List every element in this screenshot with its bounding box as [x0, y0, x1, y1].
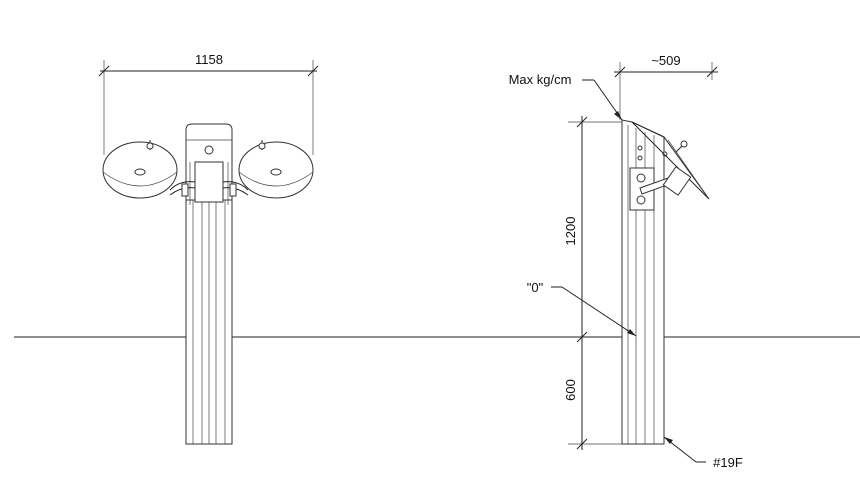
front-width-label: 1158: [195, 52, 223, 67]
front-head-cap: [185, 123, 233, 205]
side-view: ~509 1200 600 Max kg/cm "0": [509, 53, 743, 470]
side-depth-dimension: ~509: [614, 53, 718, 120]
side-height-dimension: 1200 600: [563, 116, 622, 450]
ground-zero-callout: "0": [527, 280, 637, 337]
front-left-pad: [102, 140, 178, 199]
ground-zero-label: "0": [527, 280, 544, 295]
part-code-callout: #19F: [663, 436, 743, 470]
side-post: [621, 119, 671, 445]
height-above-ground-label: 1200: [563, 217, 578, 246]
side-depth-label: ~509: [651, 53, 680, 68]
front-right-pad: [238, 140, 314, 199]
depth-below-ground-label: 600: [563, 379, 578, 401]
front-post: [185, 199, 233, 445]
max-load-callout: Max kg/cm: [509, 72, 623, 121]
side-pad: [631, 121, 710, 200]
front-view: 1158: [98, 52, 319, 445]
max-load-label: Max kg/cm: [509, 72, 572, 87]
front-width-dimension: 1158: [98, 52, 319, 155]
part-code-label: #19F: [713, 455, 743, 470]
